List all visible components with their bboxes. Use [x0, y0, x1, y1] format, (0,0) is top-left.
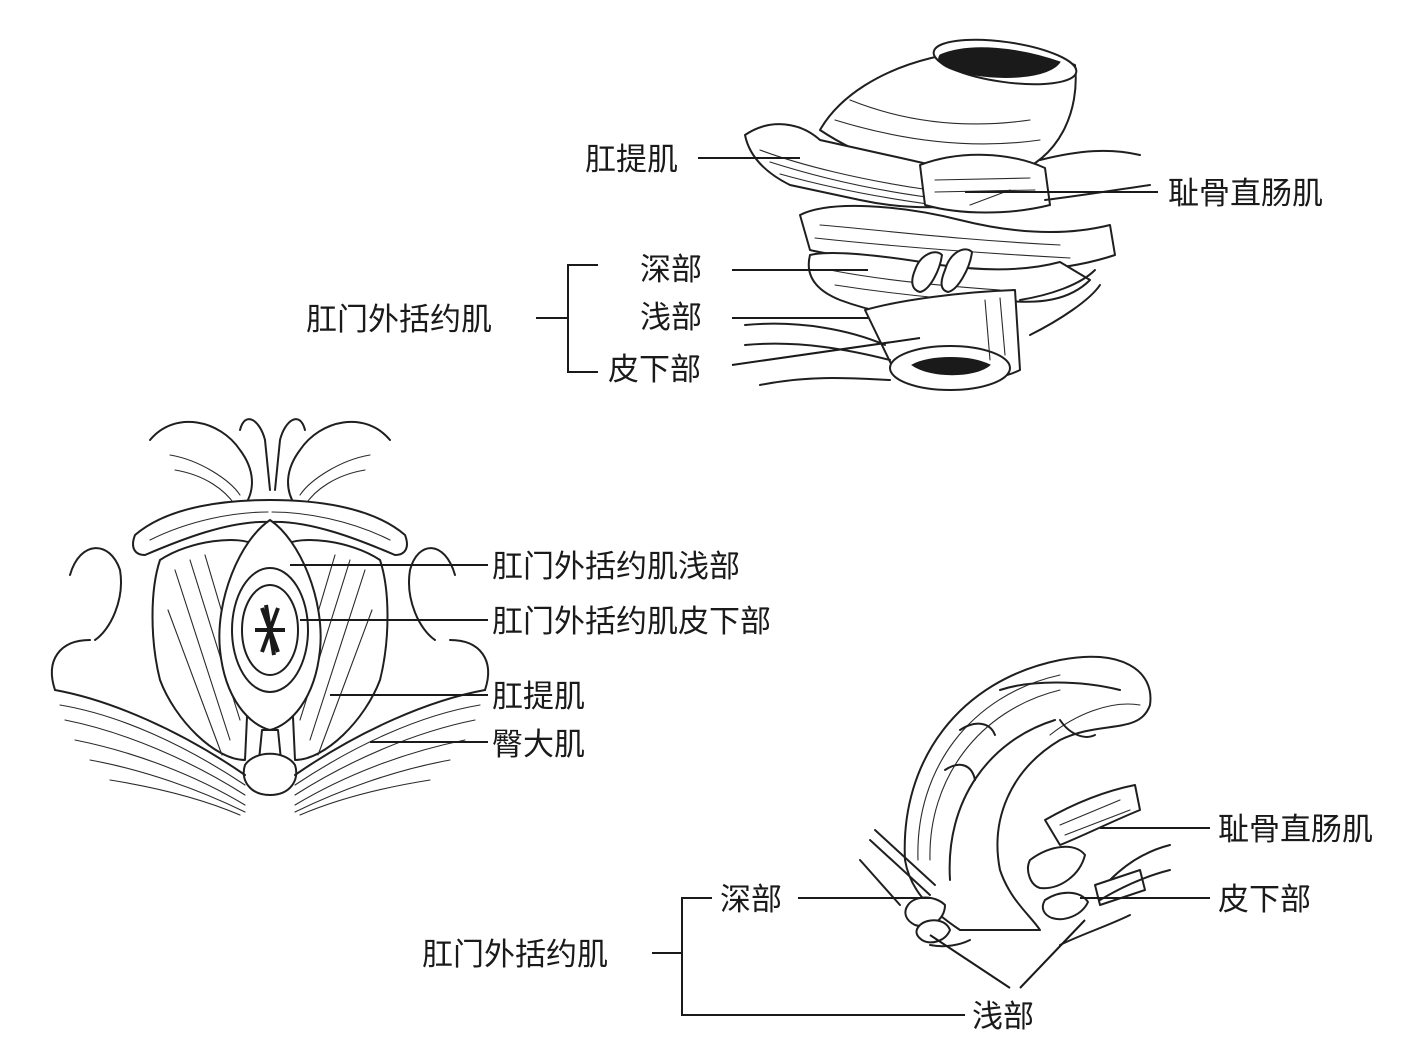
label-deep-1: 深部	[640, 252, 702, 288]
label-gluteus-maximus: 臀大肌	[492, 727, 585, 763]
figure-3-drawing	[859, 655, 1171, 948]
figure-1-leaders	[536, 157, 1158, 373]
figure-2-drawing	[50, 418, 490, 816]
label-levator-ani-2: 肛提肌	[492, 679, 585, 715]
label-superficial-1: 浅部	[640, 300, 702, 336]
label-ext-sphincter-group-1: 肛门外括约肌	[306, 302, 492, 338]
label-deep-3: 深部	[720, 882, 782, 918]
label-puborectalis-3: 耻骨直肠肌	[1218, 812, 1373, 848]
figure-1-drawing	[744, 38, 1151, 391]
label-ext-superficial: 肛门外括约肌浅部	[492, 549, 740, 585]
label-ext-sphincter-group-3: 肛门外括约肌	[422, 937, 608, 973]
figure-2-leaders	[290, 564, 488, 743]
label-ext-subcutaneous: 肛门外括约肌皮下部	[492, 604, 771, 640]
label-levator-ani-1: 肛提肌	[585, 142, 678, 178]
figure-3-leaders	[652, 827, 1210, 1016]
label-superficial-3: 浅部	[972, 999, 1034, 1035]
label-subcutaneous-1: 皮下部	[608, 352, 701, 388]
label-puborectalis-1: 耻骨直肠肌	[1168, 176, 1323, 212]
label-subcutaneous-3: 皮下部	[1218, 882, 1311, 918]
